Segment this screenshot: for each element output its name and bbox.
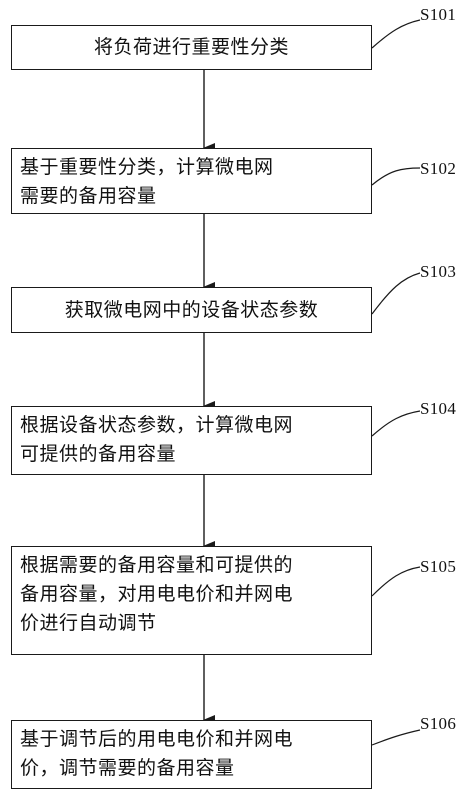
step-label-s105: S105 xyxy=(420,557,457,576)
step-text-s101: 将负荷进行重要性分类 xyxy=(93,36,289,58)
step-label-s104: S104 xyxy=(420,399,457,418)
step-text-s102: 基于重要性分类，计算微电网 需要的备用容量 xyxy=(20,156,274,207)
step-box-s103: 获取微电网中的设备状态参数 xyxy=(11,287,372,333)
step-text-s103: 获取微电网中的设备状态参数 xyxy=(64,298,319,321)
step-box-s105: 根据需要的备用容量和可提供的 备用容量，对用电电价和并网电 价进行自动调节 xyxy=(11,546,372,655)
leader-s102 xyxy=(371,167,421,186)
step-label-s106: S106 xyxy=(420,714,457,733)
leader-s101 xyxy=(371,19,421,49)
step-box-s102: 基于重要性分类，计算微电网 需要的备用容量 xyxy=(11,148,372,214)
step-box-s101: 将负荷进行重要性分类 xyxy=(11,25,372,70)
step-box-s106: 基于调节后的用电电价和并网电 价，调节需要的备用容量 xyxy=(11,720,372,789)
leader-s104 xyxy=(371,410,421,437)
step-box-s104: 根据设备状态参数，计算微电网 可提供的备用容量 xyxy=(11,406,372,475)
step-label-s101: S101 xyxy=(420,5,457,24)
step-text-s105: 根据需要的备用容量和可提供的 备用容量，对用电电价和并网电 价进行自动调节 xyxy=(20,554,294,634)
leader-s103 xyxy=(371,272,421,315)
step-label-s103: S103 xyxy=(420,262,457,281)
step-text-s106: 基于调节后的用电电价和并网电 价，调节需要的备用容量 xyxy=(20,728,294,779)
leader-s105 xyxy=(371,566,421,597)
leader-s106 xyxy=(371,729,421,746)
step-label-s102: S102 xyxy=(420,159,457,178)
step-text-s104: 根据设备状态参数，计算微电网 可提供的备用容量 xyxy=(20,414,294,465)
